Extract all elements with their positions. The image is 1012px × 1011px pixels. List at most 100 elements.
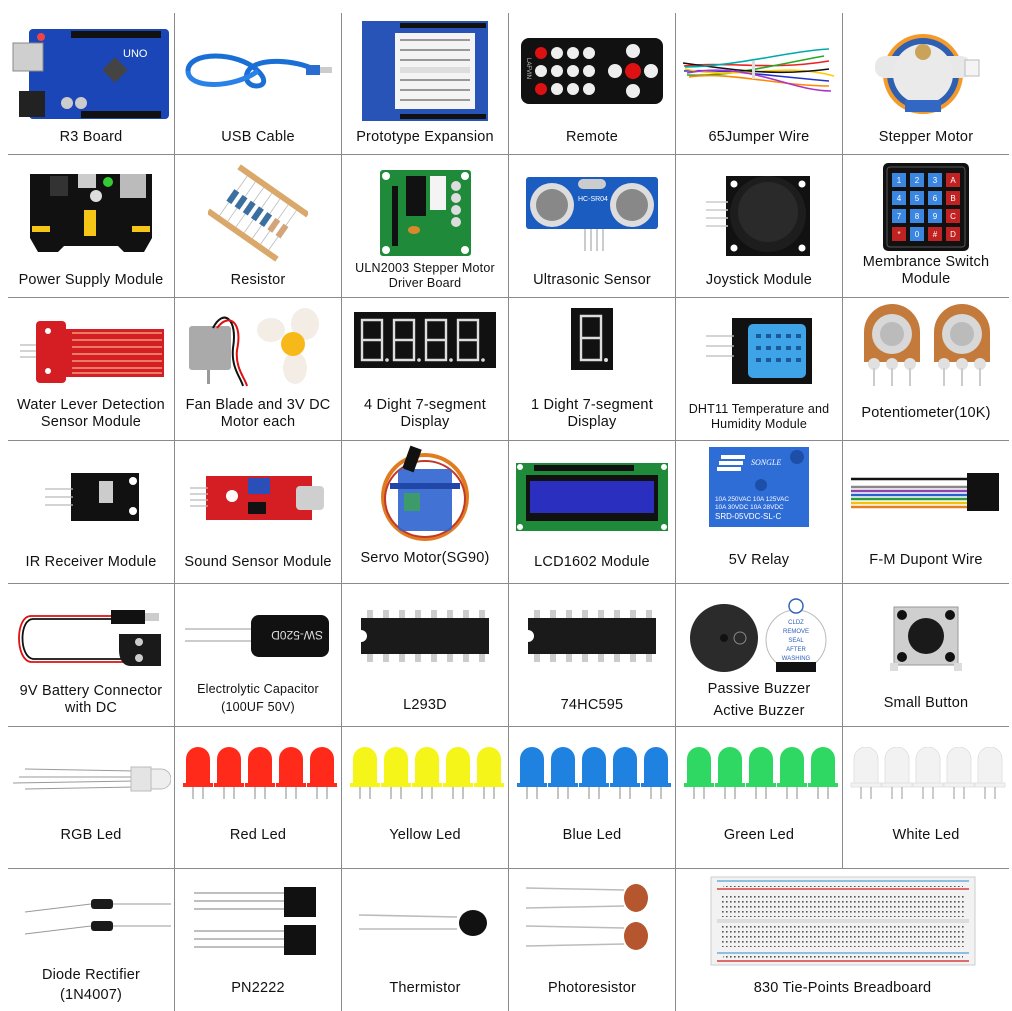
photoresistor-icon [509,879,675,959]
item-rgb-led: RGB Led [8,727,175,869]
item-label: 4 Dight 7-segment Display [364,397,486,430]
item-label: Servo Motor(SG90) [360,550,490,566]
item-potentiometer: Potentiometer(10K) [843,298,1009,441]
item-label: Red Led [229,827,287,843]
joystick-module-icon [676,163,842,263]
svg-text:A: A [950,176,956,185]
svg-text:LAFVIN: LAFVIN [525,58,531,79]
resistor-icon [175,163,341,263]
svg-text:REMOVE: REMOVE [783,629,809,635]
svg-text:3: 3 [933,176,938,185]
lcd1602-icon [509,459,675,535]
item-label: DHT11 Temperature and Humidity Module [688,402,830,431]
item-label: 9V Battery Connector with DC [19,683,163,716]
svg-text:WASHING: WASHING [782,656,811,662]
item-label: White Led [892,827,960,843]
item-thermistor: Thermistor [342,869,509,1011]
item-diode-rectifier: Diode Rectifier (1N4007) [8,869,175,1011]
item-r3-board: UNO R3 Board [8,13,175,155]
svg-text:4: 4 [897,194,902,203]
four-digit-display-icon [342,310,508,370]
blue-led-icon [509,745,675,805]
item-yellow-led: Yellow Led [342,727,509,869]
item-jumper-wire: 65Jumper Wire [676,13,843,155]
water-sensor-icon [8,298,174,398]
item-4-digit-display: 4 Dight 7-segment Display [342,298,509,441]
item-breadboard: 830 Tie-Points Breadboard [676,869,1009,1011]
item-label: Sound Sensor Module [184,554,332,570]
item-label: PN2222 [231,980,285,996]
one-digit-display-icon [509,304,675,374]
svg-text:SEAL: SEAL [788,638,804,644]
svg-text:SW-520D: SW-520D [271,628,323,642]
dupont-wire-icon [843,461,1009,521]
item-label: Prototype Expansion [356,129,494,145]
item-label: F-M Dupont Wire [869,552,983,568]
item-9v-battery-connector: 9V Battery Connector with DC [8,584,175,727]
svg-text:AFTER: AFTER [786,647,806,653]
item-label: LCD1602 Module [534,554,650,570]
component-grid: UNO R3 Board USB Cable [8,13,1009,1011]
item-label: Membrance Switch Module [862,254,990,287]
item-dht11: DHT11 Temperature and Humidity Module [676,298,843,441]
item-label: Photoresistor [547,980,637,996]
uln2003-driver-board-icon [342,163,508,263]
item-stepper-motor: Stepper Motor [843,13,1009,155]
item-prototype-expansion: Prototype Expansion [342,13,509,155]
potentiometer-icon [843,300,1009,394]
item-green-led: Green Led [676,727,843,869]
yellow-led-icon [342,745,508,805]
item-remote: LAFVIN Remote [509,13,676,155]
item-ir-receiver: IR Receiver Module [8,441,175,584]
svg-text:SONGLE: SONGLE [751,458,781,467]
item-red-led: Red Led [175,727,342,869]
item-joystick-module: Joystick Module [676,155,843,298]
svg-text:UNO: UNO [123,48,148,60]
relay-icon: SONGLE 10A 250VAC 10A 125VAC 10A 30VDC 1… [676,443,842,531]
item-uln2003-driver: ULN2003 Stepper Motor Driver Board [342,155,509,298]
stepper-motor-icon [843,21,1009,121]
item-label: Remote [566,129,618,145]
svg-text:HC-SR04: HC-SR04 [578,196,608,203]
item-label: Potentiometer(10K) [861,405,991,421]
item-label: Resistor [230,272,286,288]
svg-text:1: 1 [897,176,902,185]
rgb-led-icon [8,749,174,809]
item-l293d: L293D [342,584,509,727]
sound-sensor-icon [175,467,341,527]
item-photoresistor: Photoresistor [509,869,676,1011]
item-small-button: Small Button [843,584,1009,727]
item-lcd1602: LCD1602 Module [509,441,676,584]
item-fan-motor: Fan Blade and 3V DC Motor each [175,298,342,441]
item-label: Yellow Led [389,827,461,843]
74hc595-chip-icon [509,606,675,666]
item-power-supply-module: Power Supply Module [8,155,175,298]
item-label: Passive Buzzer Active Buzzer [707,681,811,719]
item-label: Water Lever Detection Sensor Module [17,397,165,430]
item-label: RGB Led [60,827,122,843]
svg-text:2: 2 [915,176,920,185]
svg-text:D: D [950,230,956,239]
ultrasonic-sensor-icon: HC-SR04 [509,163,675,263]
prototype-shield-icon [342,21,508,121]
svg-text:7: 7 [897,212,902,221]
item-label: Power Supply Module [18,272,164,288]
item-label: USB Cable [221,129,295,145]
item-label: Blue Led [562,827,622,843]
item-label: IR Receiver Module [25,554,157,570]
item-74hc595: 74HC595 [509,584,676,727]
svg-text:CLDZ: CLDZ [788,620,804,626]
item-dupont-wire: F-M Dupont Wire [843,441,1009,584]
item-label: 65Jumper Wire [708,129,810,145]
item-5v-relay: SONGLE 10A 250VAC 10A 125VAC 10A 30VDC 1… [676,441,843,584]
jumper-wire-icon [676,21,842,121]
svg-text:0: 0 [915,230,920,239]
item-usb-cable: USB Cable [175,13,342,155]
item-label: Fan Blade and 3V DC Motor each [185,397,331,430]
item-white-led: White Led [843,727,1009,869]
thermistor-icon [342,897,508,949]
item-pn2222: PN2222 [175,869,342,1011]
white-led-icon [843,745,1009,805]
